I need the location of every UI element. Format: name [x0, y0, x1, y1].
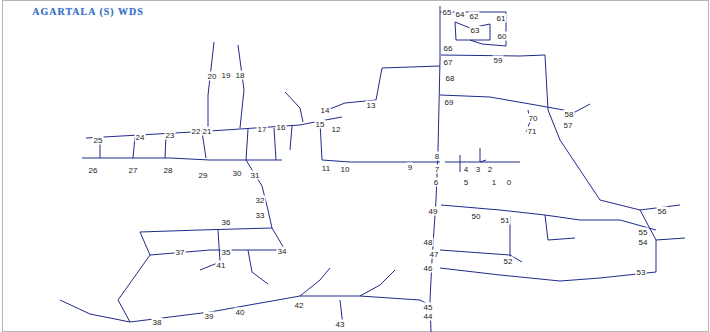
junction-number: 46: [423, 264, 434, 273]
junction-number: 71: [527, 127, 538, 136]
junction-number: 69: [444, 98, 455, 107]
junction-number: 2: [487, 165, 493, 174]
junction-number: 61: [496, 14, 507, 23]
junction-number: 29: [198, 171, 209, 180]
junction-number: 6: [433, 178, 439, 187]
junction-number: 60: [497, 32, 508, 41]
junction-number: 3: [475, 165, 481, 174]
junction-number: 18: [235, 71, 246, 80]
pipes: [60, 6, 685, 332]
junction-number: 16: [276, 123, 287, 132]
junction-number: 20: [207, 72, 218, 81]
junction-number: 39: [204, 312, 215, 321]
junction-number: 13: [366, 101, 377, 110]
junction-number: 58: [564, 110, 575, 119]
junction-number: 55: [638, 228, 649, 237]
junction-number: 0: [506, 178, 512, 187]
junction-number: 8: [434, 152, 440, 161]
junction-number: 62: [469, 12, 480, 21]
junction-number: 10: [340, 165, 351, 174]
junction-number: 1: [491, 178, 497, 187]
junction-number: 64: [455, 10, 466, 19]
junction-number: 5: [463, 178, 469, 187]
junction-number: 25: [93, 136, 104, 145]
junction-number: 59: [493, 56, 504, 65]
junction-number: 50: [471, 212, 482, 221]
junction-number: 51: [500, 216, 511, 225]
junction-number: 63: [470, 26, 481, 35]
junction-number: 35: [221, 248, 232, 257]
junction-number: 67: [443, 58, 454, 67]
junction-number: 44: [423, 312, 434, 321]
frame: [3, 1, 709, 332]
junction-number: 23: [165, 131, 176, 140]
junction-number: 34: [277, 247, 288, 256]
junction-number: 65: [442, 8, 453, 17]
junction-number: 56: [657, 207, 668, 216]
map-title: AGARTALA (S) WDS: [32, 6, 144, 17]
junction-number: 17: [257, 125, 268, 134]
junction-number: 28: [163, 166, 174, 175]
junction-number: 41: [216, 261, 227, 270]
junction-number: 66: [443, 44, 454, 53]
junction-number: 54: [638, 238, 649, 247]
junction-number: 68: [445, 74, 456, 83]
junction-number: 11: [321, 164, 331, 173]
junction-number: 49: [428, 207, 439, 216]
junction-number: 4: [463, 165, 469, 174]
junction-number: 30: [232, 169, 243, 178]
junction-number: 26: [88, 166, 99, 175]
junction-number: 21: [202, 127, 213, 136]
junction-number: 19: [221, 71, 232, 80]
junction-number: 12: [331, 125, 342, 134]
junction-number: 27: [128, 166, 139, 175]
junction-number: 43: [335, 320, 346, 329]
junction-number: 38: [152, 318, 163, 327]
junction-number: 48: [423, 238, 434, 247]
junction-number: 53: [636, 268, 647, 277]
junction-number: 14: [320, 106, 331, 115]
junction-number: 70: [528, 114, 539, 123]
junction-number: 32: [255, 196, 266, 205]
junction-number: 40: [235, 308, 246, 317]
junction-number: 42: [294, 301, 305, 310]
junction-number: 24: [135, 133, 146, 142]
junction-number: 9: [407, 163, 413, 172]
junction-number: 45: [423, 303, 434, 312]
junction-number: 52: [503, 257, 514, 266]
junction-number: 37: [175, 248, 186, 257]
junction-number: 33: [255, 211, 266, 220]
junction-number: 15: [315, 120, 326, 129]
junction-number: 47: [429, 250, 440, 259]
junction-number: 57: [563, 121, 574, 130]
junction-number: 31: [250, 171, 261, 180]
junction-number: 22: [191, 127, 202, 136]
junction-number: 7: [434, 165, 440, 174]
junction-number: 36: [221, 218, 232, 227]
